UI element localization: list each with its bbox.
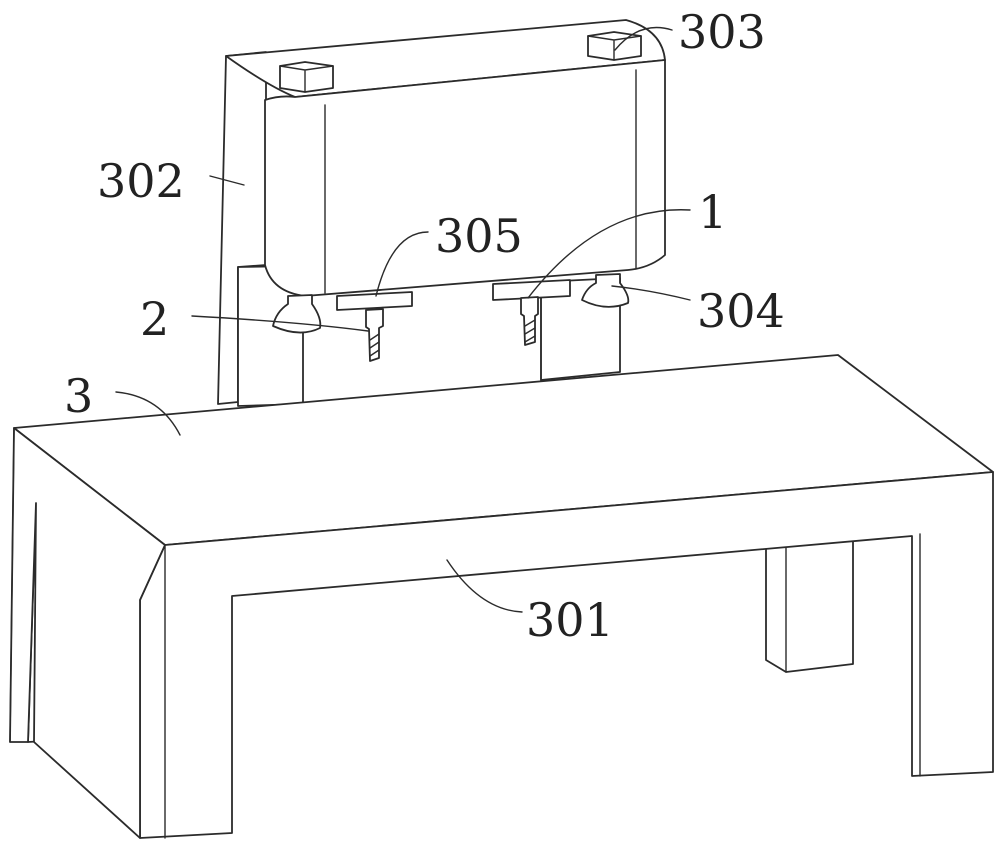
- table: [10, 355, 993, 838]
- label-302: 302: [97, 154, 185, 208]
- label-301: 301: [526, 593, 614, 647]
- label-304: 304: [697, 284, 785, 338]
- back-leg-right: [766, 541, 853, 672]
- spindle-mount-left: [337, 292, 412, 310]
- label-2: 2: [140, 292, 169, 346]
- label-303: 303: [678, 5, 766, 59]
- label-3: 3: [64, 369, 93, 423]
- drill-bit-right: [521, 297, 538, 345]
- label-1: 1: [698, 185, 727, 239]
- label-305: 305: [435, 209, 523, 263]
